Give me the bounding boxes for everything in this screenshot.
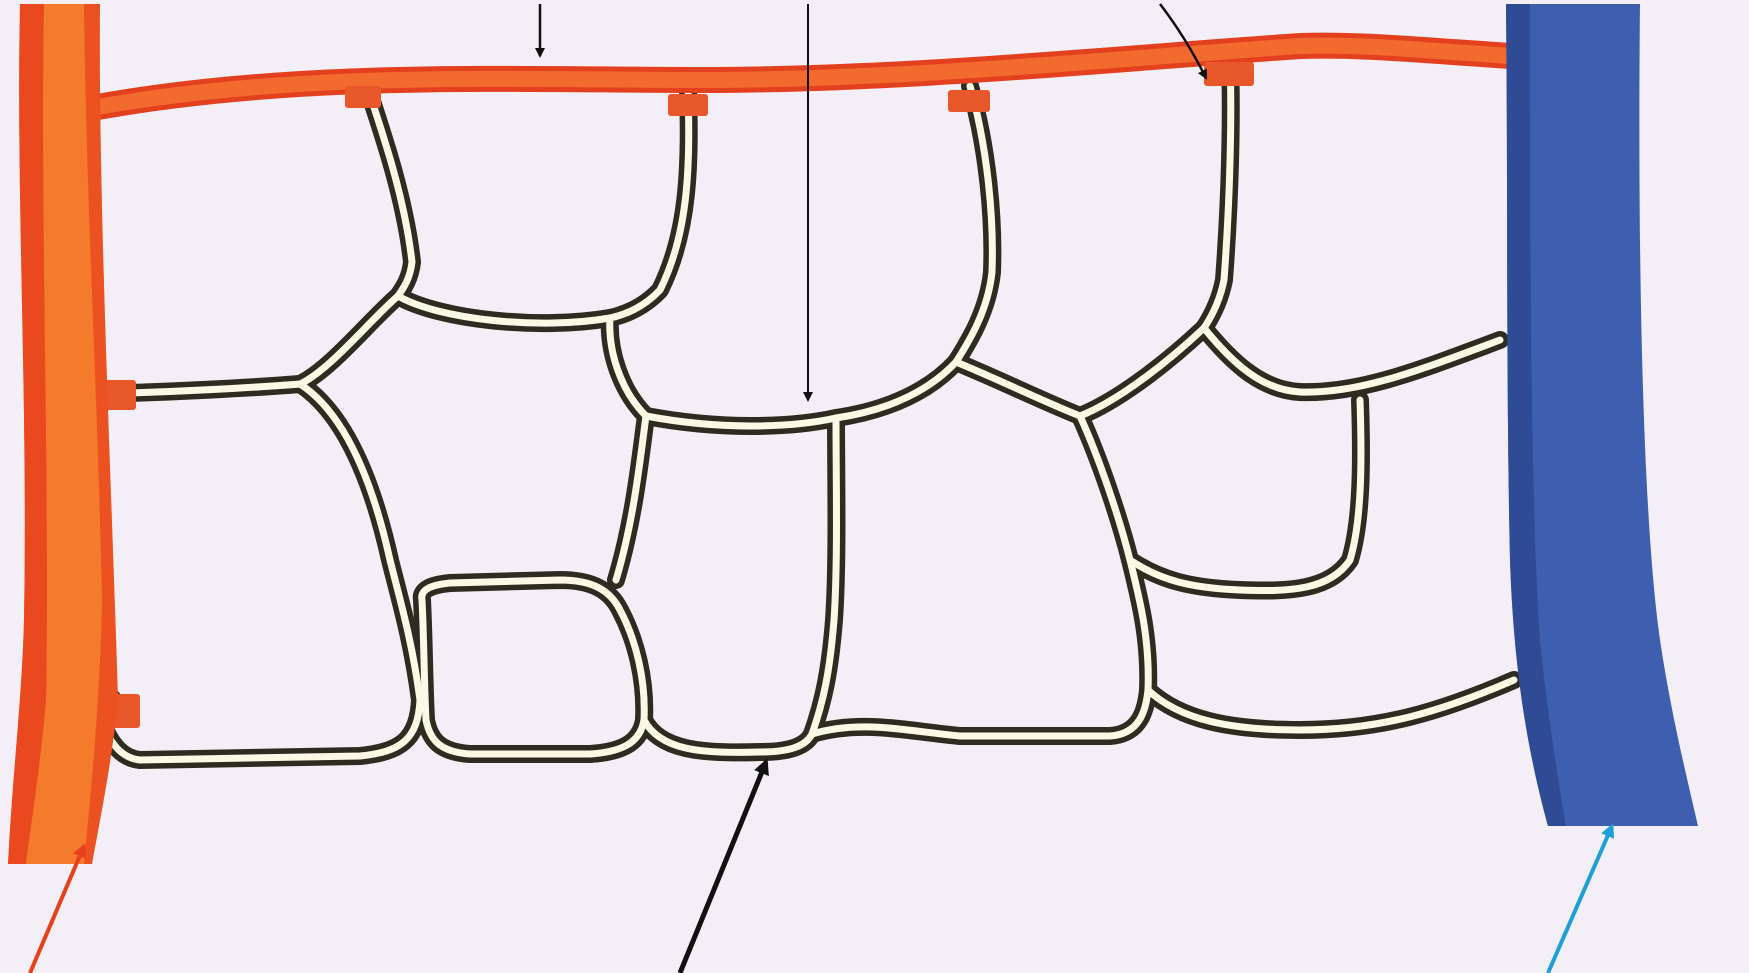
precapillary-sphincter (668, 94, 708, 116)
precapillary-sphincter (345, 86, 381, 108)
precapillary-sphincter (1204, 62, 1254, 86)
precapillary-sphincter (948, 90, 990, 112)
